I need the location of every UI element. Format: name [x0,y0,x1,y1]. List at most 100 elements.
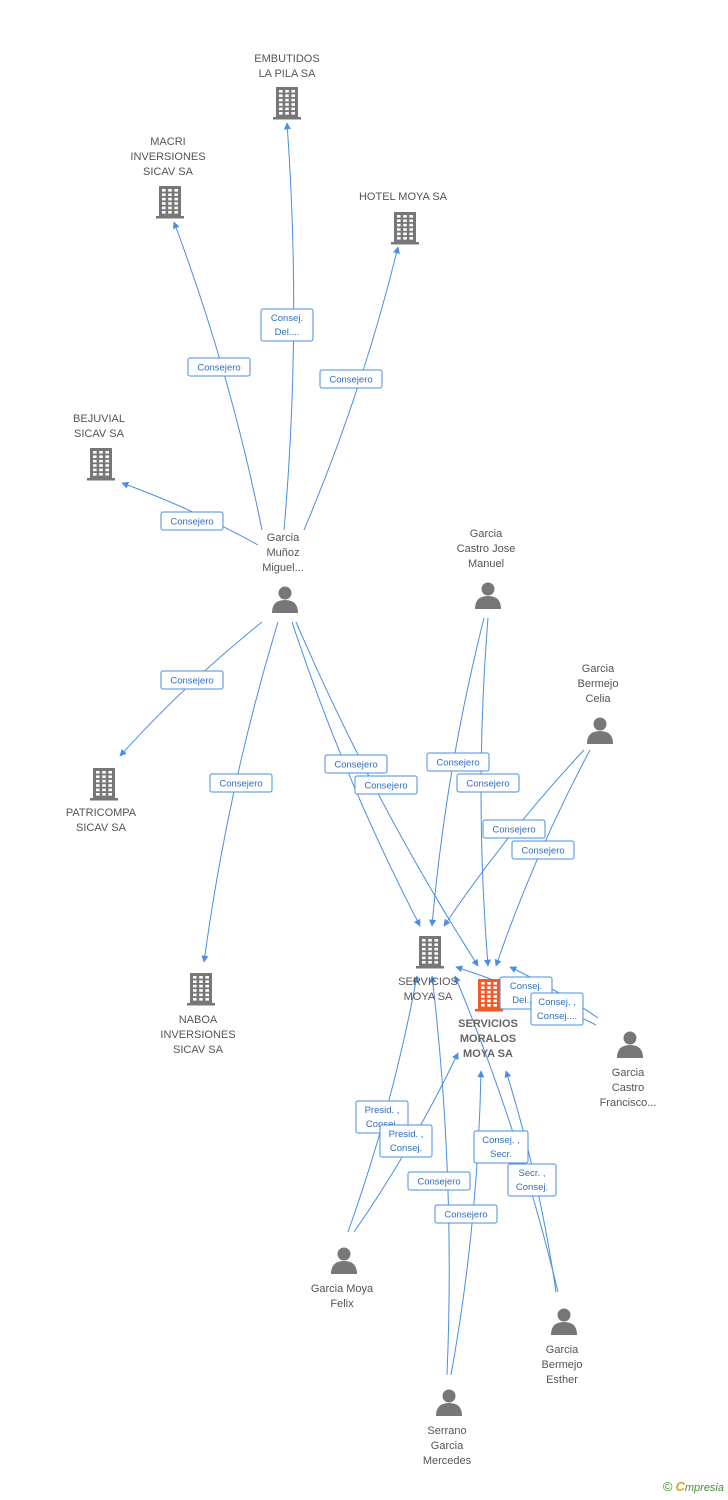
edge-label-text: Consejero [170,517,213,528]
node-label: SICAV SA [74,428,125,440]
edge-label-text: Consejero [444,1210,487,1221]
edge-label[interactable]: Consejero [426,752,490,772]
edge-label-text: Secr. [490,1149,512,1160]
edge-label-text: Consejero [466,779,509,790]
node-label: Garcia [470,528,503,540]
node-label: Bermejo [542,1359,583,1371]
node-label: Castro Jose [457,543,516,555]
node-label: EMBUTIDOS [254,53,319,65]
person-icon [475,582,501,609]
node-label: Serrano [427,1425,466,1437]
node-label: Felix [330,1298,354,1310]
node-label: Garcia Moya [311,1283,374,1295]
node-label: INVERSIONES [160,1029,235,1041]
edge-label[interactable]: Consejero [187,357,251,377]
nodes-layer: EMBUTIDOS LA PILA SA MACRIINVERSIONESSICAV… [66,53,657,1467]
node-naboa[interactable]: NABOA INVERSIONES SICAV SA [160,973,236,1056]
edge-label-text: Secr. , [519,1168,546,1179]
node-label: LA PILA SA [259,68,317,80]
node-embutidos[interactable]: EMBUTIDOS LA PILA SA [254,53,320,120]
node-label: SICAV SA [143,166,194,178]
brand-name: mpresia [684,1482,724,1494]
node-label: SICAV SA [173,1044,224,1056]
copyright-icon: © [662,1479,673,1494]
edge-miguel-to-hotel [303,246,400,531]
node-bejuvial[interactable]: BEJUVIAL SICAV SA [73,413,125,481]
node-label: Miguel... [262,562,304,574]
edge-label[interactable]: Consej. ,Secr. [473,1130,529,1164]
node-label: NABOA [179,1014,218,1026]
edge-label[interactable]: Consejero [482,819,546,839]
node-label: SICAV SA [76,822,127,834]
edge-label-text: Presid. , [389,1129,424,1140]
node-francisco[interactable]: GarciaCastroFrancisco... [600,1031,657,1110]
edge-label[interactable]: Consejero [319,369,383,389]
edge-label[interactable]: Secr. , Consej. [507,1163,557,1197]
node-patricompa[interactable]: PATRICOMPA SICAV SA [66,768,137,834]
edge-francisco-to-moralos [509,966,599,1019]
edge-label-text: Del.,... [512,995,539,1006]
brand-initial: C [675,1479,685,1494]
edge-label[interactable]: Consejero [160,511,224,531]
edge-label-text: Consej. , [538,997,576,1008]
edge-label[interactable]: Consej. , Consej.... [530,992,584,1026]
person-icon [587,717,613,744]
edge-mercedes-to-moralos [450,1070,485,1376]
empresia-footer[interactable]: ©Cmpresia [663,1479,724,1494]
edge-label-text: Presid. , [365,1105,400,1116]
node-label: Manuel [468,558,504,570]
edge-label[interactable]: Consejero [354,775,418,795]
company-building-icon [416,936,444,969]
person-icon [272,586,298,613]
company-building-icon [187,973,215,1006]
edge-label-text: Consejero [436,758,479,769]
node-label: SERVICIOS [458,1018,518,1030]
node-label: HOTEL MOYA SA [359,191,448,203]
edge-label-text: Del.... [275,327,300,338]
edge-label[interactable]: Consejero [456,773,520,793]
edge-label[interactable]: Consejero [511,840,575,860]
node-label: Garcia [612,1067,645,1079]
node-label: Garcia [431,1440,464,1452]
edge-label[interactable]: Consejero [209,773,273,793]
node-label: Celia [585,693,611,705]
edge-miguel-to-bejuvial [121,481,259,546]
node-label: BEJUVIAL [73,413,125,425]
person-icon [551,1308,577,1335]
node-label: SERVICIOS [398,976,458,988]
company-building-icon [273,87,301,120]
edge-label[interactable]: Consejero [434,1204,498,1224]
node-servicios[interactable]: SERVICIOS MOYA SA [398,936,458,1003]
node-label: Esther [546,1374,578,1386]
edge-label[interactable]: Presid. , Consej. [379,1124,433,1158]
node-hotel[interactable]: HOTEL MOYA SA [359,191,448,245]
edge-label[interactable]: Consej. Del.... [260,308,314,342]
node-miguel[interactable]: GarciaMuñozMiguel... [262,532,304,613]
person-icon [617,1031,643,1058]
edge-miguel-to-moralos [295,621,479,967]
edge-label-text: Consej. [516,1182,548,1193]
node-label: MORALOS [460,1033,516,1045]
edge-label-text: Consejero [334,760,377,771]
edge-label[interactable]: Consejero [407,1171,471,1191]
edge-label[interactable]: Consejero [160,670,224,690]
node-label: MOYA SA [404,991,453,1003]
company-building-icon [87,448,115,481]
edge-label-text: Consejero [219,779,262,790]
edge-label-text: Consejero [329,375,372,386]
edge-labels-layer: Consej.Del....ConsejeroConsejeroConsejer… [160,308,584,1224]
node-label: PATRICOMPA [66,807,137,819]
edge-label-text: Consej.... [537,1011,577,1022]
edge-label-text: Consej. [390,1143,422,1154]
edge-label[interactable]: Consejero [324,754,388,774]
edge-label-text: Consej. [271,313,303,324]
node-label: MOYA SA [463,1048,513,1060]
node-moralos[interactable]: SERVICIOS MORALOS MOYA SA [458,979,518,1060]
node-label: Mercedes [423,1455,472,1467]
